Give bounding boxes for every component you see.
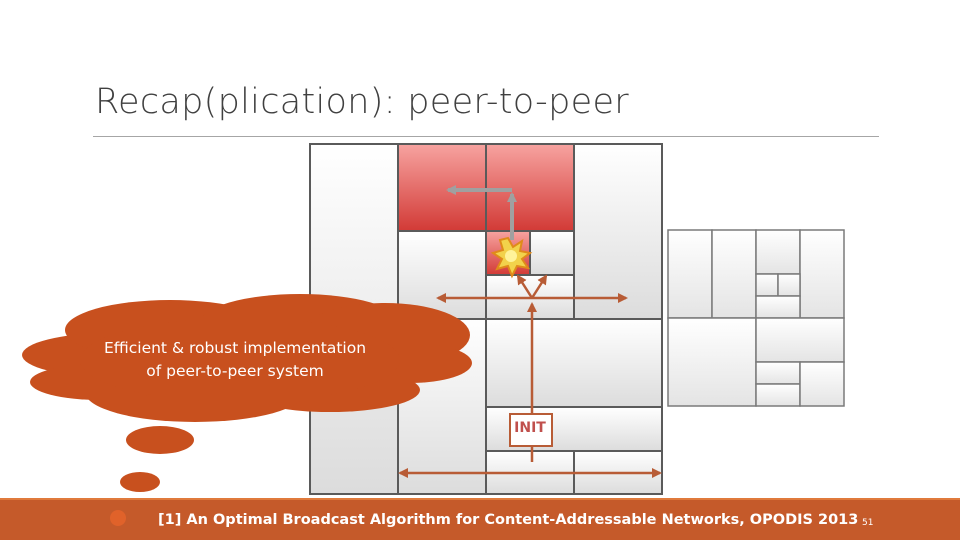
explosion-icon: [490, 236, 533, 279]
zone-small-right: [529, 230, 575, 276]
title-divider: [93, 136, 879, 137]
thought-bubble-text: Efficient & robust implementation of pee…: [82, 337, 388, 383]
footer-bar: [0, 500, 960, 540]
footer-citation: [1] An Optimal Broadcast Algorithm for C…: [158, 512, 859, 528]
thought-bubble-line2: of peer-to-peer system: [146, 362, 324, 380]
secondary-grid: [667, 229, 845, 407]
broadcast-arrows: [398, 274, 662, 478]
footer-accent-line: [0, 498, 960, 501]
gray-route-arrows: [446, 185, 517, 240]
zone-right-column: [573, 143, 663, 320]
init-label: INIT: [514, 420, 546, 436]
zone-top-left-red: [397, 143, 487, 232]
slide-title: Recap(plication): peer-to-peer: [95, 82, 629, 122]
zone-top-mid-red: [485, 143, 575, 232]
thought-bubble-line1: Efficient & robust implementation: [103, 339, 367, 357]
thought-bubble: [22, 294, 472, 492]
zone-center-right: [485, 318, 663, 408]
footer-bullet: [110, 510, 126, 526]
init-box: [509, 413, 553, 447]
page-number: 51: [862, 518, 874, 528]
